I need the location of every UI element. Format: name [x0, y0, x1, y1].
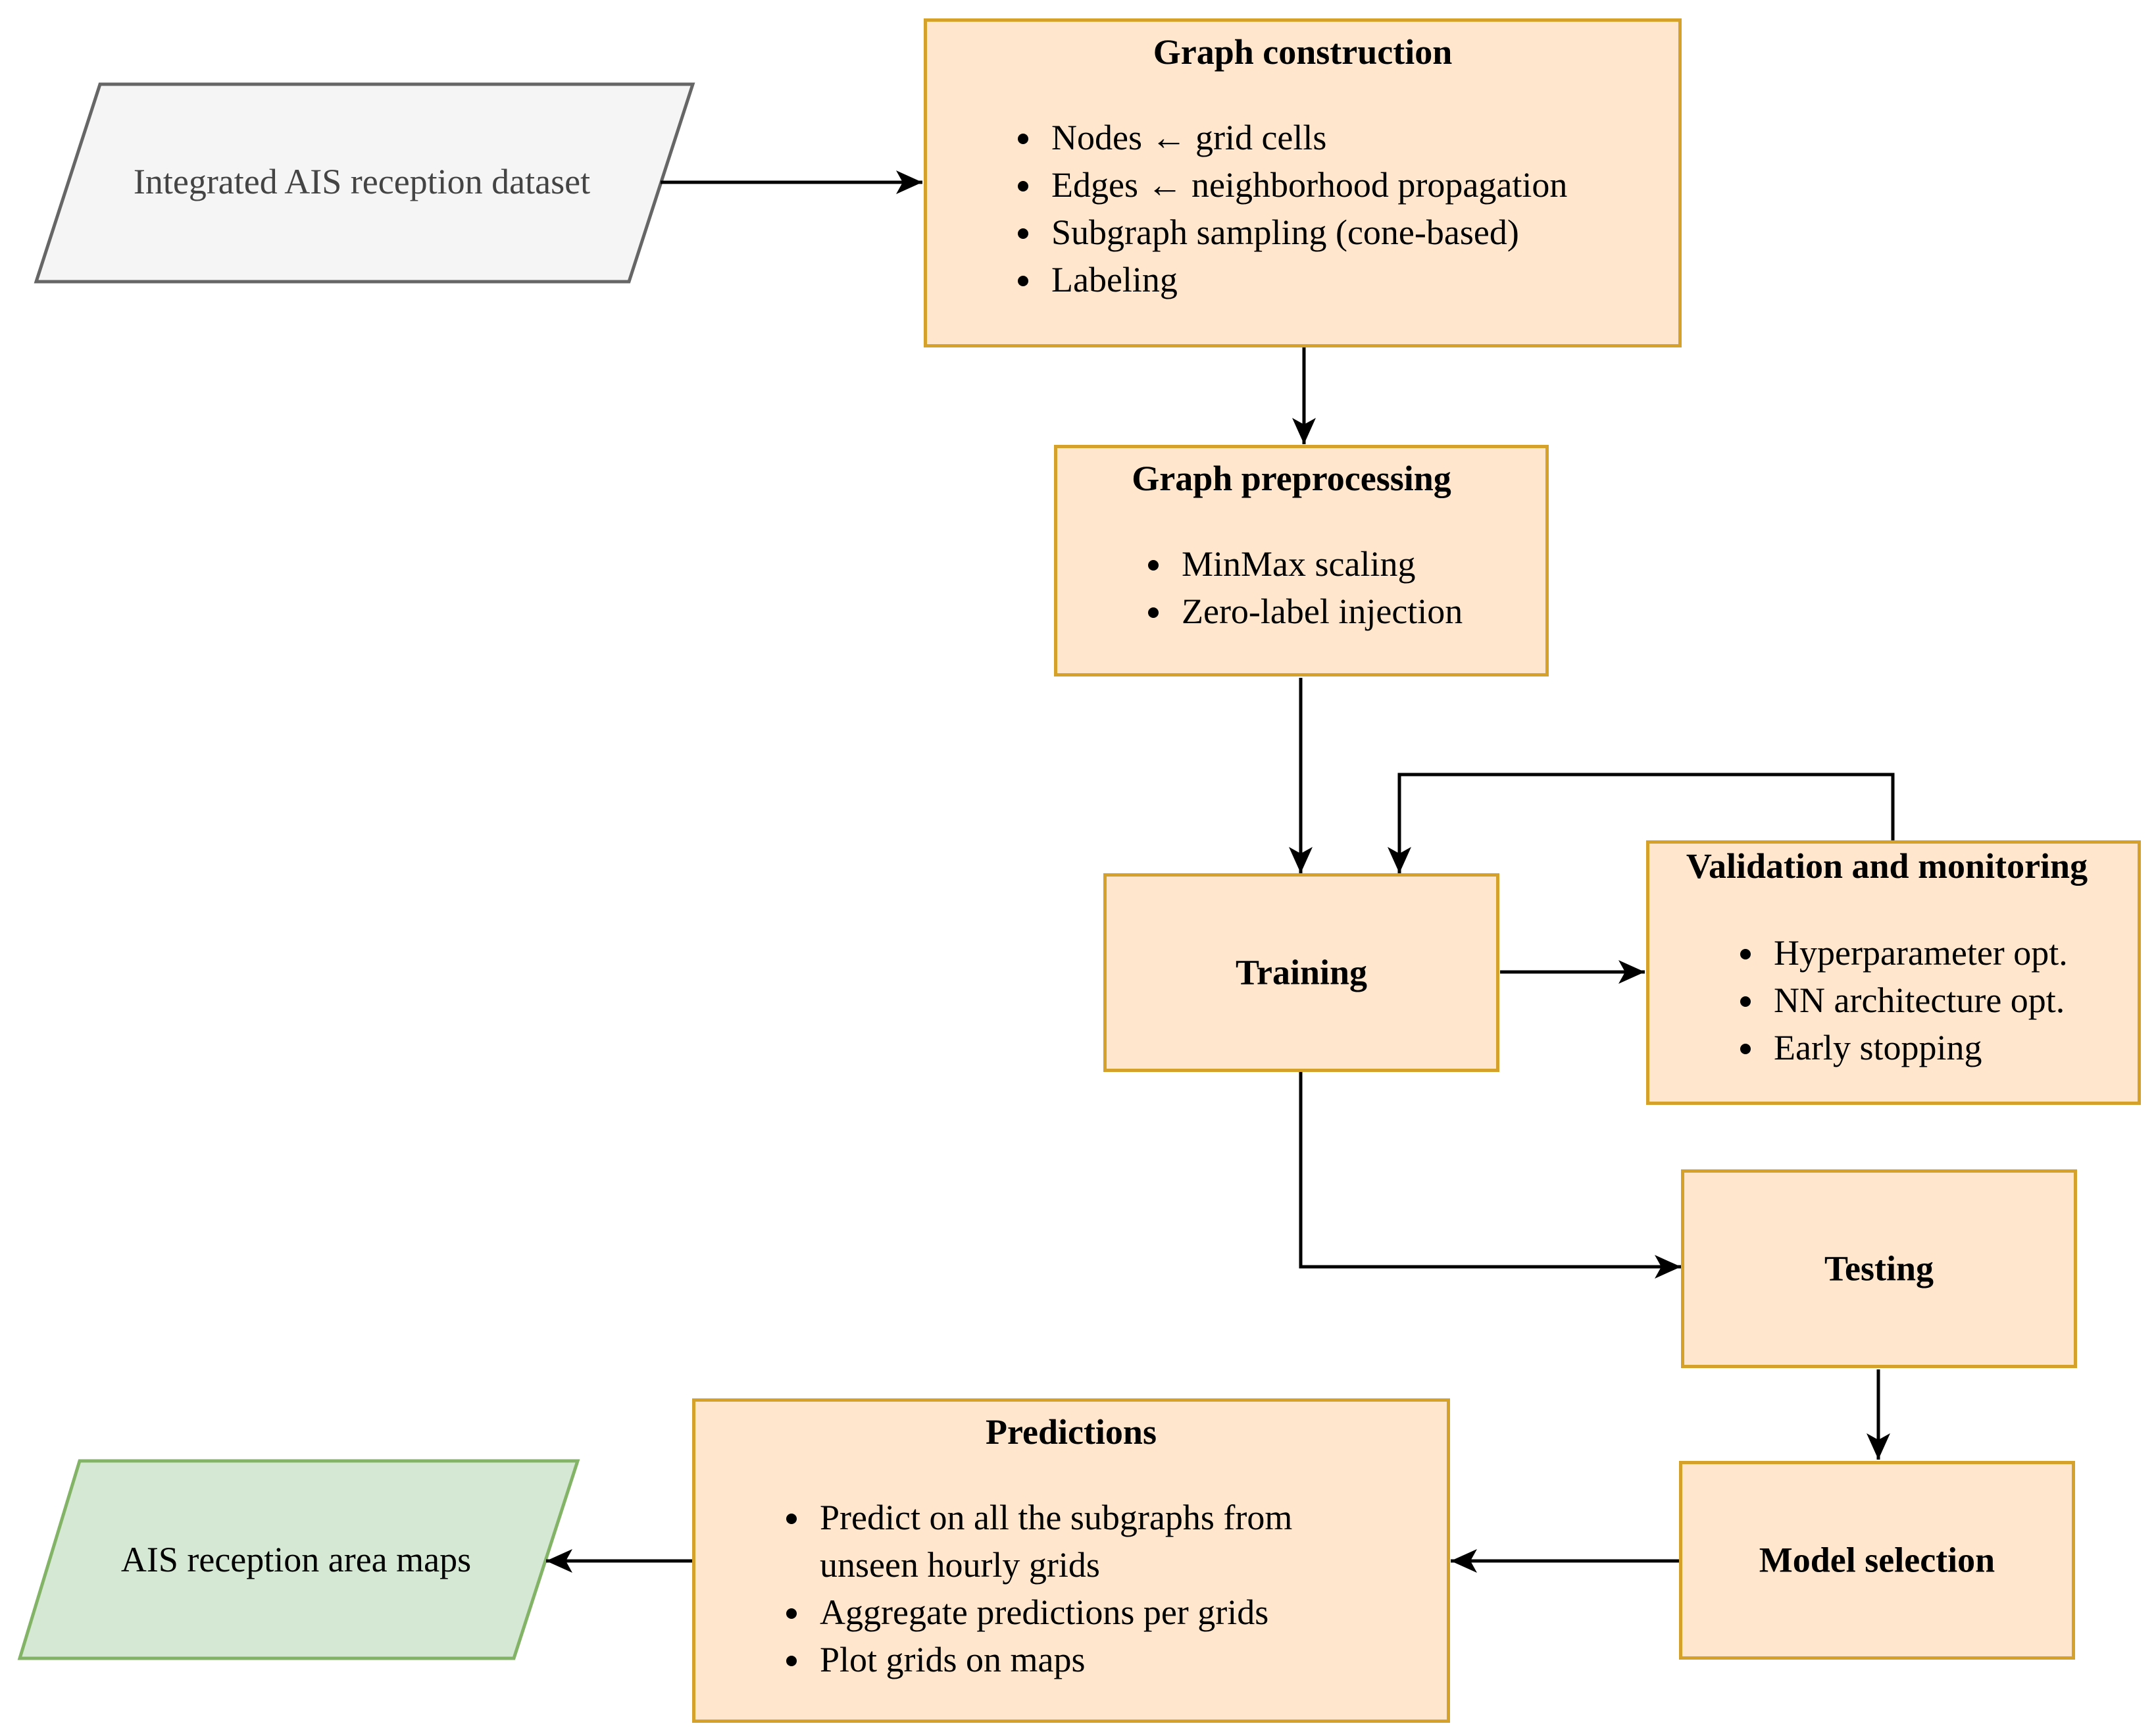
output-label: AIS reception area maps	[120, 1540, 472, 1579]
output-parallelogram	[17, 1459, 580, 1660]
model-selection-box: Model selection	[1679, 1461, 2075, 1660]
graph-preprocessing-item: Zero-label injection	[1174, 588, 1463, 635]
graph-construction-item: Edges ← neighborhood propagation	[1043, 161, 1567, 209]
predictions-box: Predictions Predict on all the subgraphs…	[692, 1398, 1450, 1723]
graph-preprocessing-title: Graph preprocessing	[1132, 459, 1451, 498]
arrow-training-to-testing	[1299, 1071, 1681, 1279]
testing-title: Testing	[1824, 1248, 1934, 1288]
input-parallelogram	[34, 82, 695, 284]
graph-construction-title: Graph construction	[1153, 32, 1453, 72]
model-selection-title: Model selection	[1759, 1540, 1995, 1580]
predictions-item: Plot grids on maps	[812, 1636, 1292, 1683]
graph-construction-item: Nodes ← grid cells	[1043, 114, 1567, 161]
validation-item: NN architecture opt.	[1766, 977, 2068, 1024]
predictions-item: Predict on all the subgraphs from	[812, 1494, 1292, 1541]
graph-construction-item: Labeling	[1043, 256, 1567, 303]
training-box: Training	[1103, 873, 1499, 1072]
graph-preprocessing-item: MinMax scaling	[1174, 540, 1463, 588]
training-title: Training	[1235, 952, 1368, 992]
validation-item: Hyperparameter opt.	[1766, 929, 2068, 977]
validation-list: Hyperparameter opt. NN architecture opt.…	[1725, 929, 2068, 1071]
predictions-list: Predict on all the subgraphs from unseen…	[771, 1494, 1292, 1683]
validation-box: Validation and monitoring Hyperparameter…	[1646, 840, 2141, 1105]
graph-preprocessing-box: Graph preprocessing MinMax scaling Zero-…	[1054, 445, 1549, 676]
validation-title: Validation and monitoring	[1686, 846, 2088, 886]
predictions-item-continuation: unseen hourly grids	[820, 1545, 1100, 1585]
testing-box: Testing	[1681, 1169, 2077, 1368]
predictions-item: Aggregate predictions per grids	[812, 1589, 1292, 1636]
arrow-validation-feedback-to-training	[1388, 773, 1895, 873]
graph-construction-box: Graph construction Nodes ← grid cells Ed…	[924, 18, 1682, 347]
graph-construction-list: Nodes ← grid cells Edges ← neighborhood …	[1003, 114, 1567, 303]
graph-preprocessing-list: MinMax scaling Zero-label injection	[1133, 540, 1463, 635]
validation-item: Early stopping	[1766, 1024, 2068, 1071]
predictions-title: Predictions	[986, 1412, 1157, 1452]
graph-construction-item: Subgraph sampling (cone-based)	[1043, 209, 1567, 256]
input-label: Integrated AIS reception dataset	[133, 162, 591, 201]
